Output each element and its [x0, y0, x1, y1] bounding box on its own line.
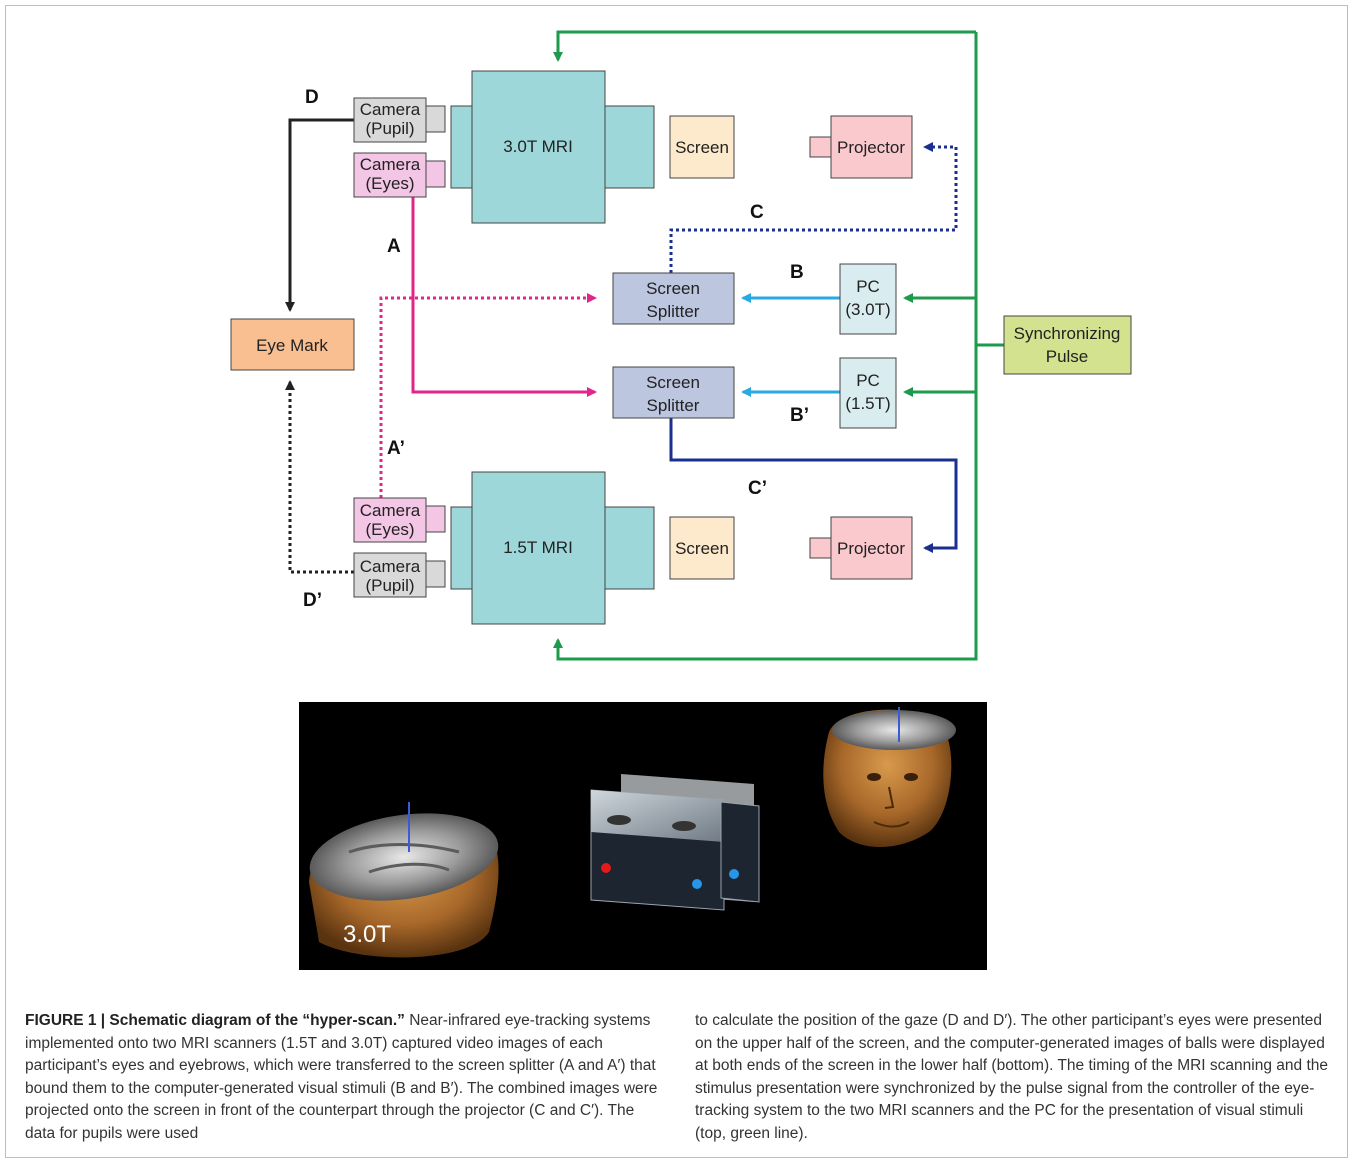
camera-pupil-top: Camera (Pupil): [353, 97, 446, 143]
svg-text:Screen: Screen: [646, 279, 700, 298]
mri-3t: 3.0T MRI: [450, 70, 655, 224]
sync-lines: [553, 30, 1004, 661]
caption-title: FIGURE 1 | Schematic diagram of the “hyp…: [25, 1012, 405, 1029]
svg-text:(1.5T): (1.5T): [845, 394, 890, 413]
hyperscan-render-image: 3.0T: [299, 702, 987, 970]
label-b-prime: B’: [790, 405, 809, 426]
svg-text:(Pupil): (Pupil): [365, 576, 414, 595]
figure-caption-left: FIGURE 1 | Schematic diagram of the “hyp…: [25, 1010, 665, 1145]
svg-text:Eye Mark: Eye Mark: [256, 336, 328, 355]
figure-frame: [5, 5, 1348, 1158]
label-b: B: [790, 262, 804, 283]
camera-pupil-bottom: Camera (Pupil): [353, 552, 446, 598]
stimulus-screens-render: [590, 774, 760, 911]
label-a: A: [387, 236, 401, 257]
svg-text:(3.0T): (3.0T): [845, 300, 890, 319]
label-c: C: [750, 202, 764, 223]
hyperscan-schematic: 3.0T MRI 1.5T MRI Camera (Pupil) Camera …: [230, 30, 1132, 661]
head-15t-render: [823, 707, 956, 847]
svg-text:Camera: Camera: [360, 557, 421, 576]
screen-splitter-bottom: Screen Splitter: [612, 366, 735, 419]
svg-text:Camera: Camera: [360, 501, 421, 520]
synchronizing-pulse: Synchronizing Pulse: [1003, 315, 1132, 375]
svg-text:Screen: Screen: [675, 138, 729, 157]
caption-left-text: Near-infrared eye-tracking systems imple…: [25, 1012, 658, 1142]
svg-text:(Eyes): (Eyes): [365, 520, 414, 539]
label-3t-photo: 3.0T: [343, 921, 391, 948]
mri-15t: 1.5T MRI: [450, 471, 655, 625]
pupil-lines: [285, 118, 354, 574]
svg-text:(Eyes): (Eyes): [365, 174, 414, 193]
svg-text:Screen: Screen: [675, 539, 729, 558]
camera-eyes-bottom: Camera (Eyes): [353, 497, 446, 543]
svg-text:PC: PC: [856, 371, 880, 390]
pc-lines: [741, 293, 840, 397]
label-c-prime: C’: [748, 478, 767, 499]
svg-text:(Pupil): (Pupil): [365, 119, 414, 138]
projector-bottom: Projector: [809, 516, 913, 580]
svg-text:Splitter: Splitter: [647, 302, 700, 321]
projector-lines: [669, 142, 958, 553]
label-d: D: [305, 87, 319, 108]
eyes-camera-lines: [379, 196, 597, 498]
svg-text:Pulse: Pulse: [1046, 347, 1089, 366]
label-a-prime: A’: [387, 438, 405, 459]
svg-text:Synchronizing: Synchronizing: [1014, 324, 1121, 343]
mri-3t-label: 3.0T MRI: [503, 137, 573, 156]
pc-3t: PC (3.0T): [839, 263, 897, 335]
projector-top: Projector: [809, 115, 913, 179]
screen-top: Screen: [669, 115, 735, 179]
mri-15t-label: 1.5T MRI: [503, 538, 573, 557]
label-d-prime: D’: [303, 590, 322, 611]
svg-text:PC: PC: [856, 277, 880, 296]
svg-text:Screen: Screen: [646, 373, 700, 392]
screen-bottom: Screen: [669, 516, 735, 580]
svg-text:Projector: Projector: [837, 539, 905, 558]
svg-text:Camera: Camera: [360, 155, 421, 174]
eye-mark: Eye Mark: [230, 318, 355, 371]
camera-eyes-top: Camera (Eyes): [353, 152, 446, 198]
svg-text:Camera: Camera: [360, 100, 421, 119]
head-3t-render: 3.0T: [309, 802, 499, 958]
svg-text:Projector: Projector: [837, 138, 905, 157]
screen-splitter-top: Screen Splitter: [612, 272, 735, 325]
figure-caption-right: to calculate the position of the gaze (D…: [695, 1012, 1328, 1142]
svg-text:Splitter: Splitter: [647, 396, 700, 415]
pc-15t: PC (1.5T): [839, 357, 897, 429]
